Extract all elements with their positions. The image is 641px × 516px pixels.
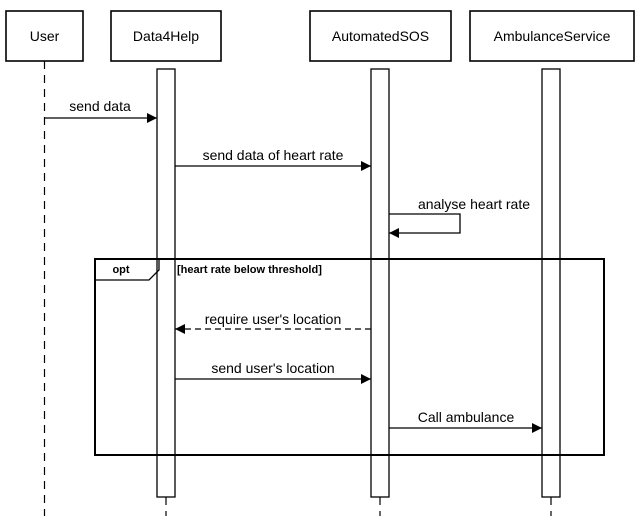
activation-data4help [156,68,176,498]
fragment-operator: opt [112,264,129,276]
fragment-opt: opt [heart rate below threshold] [94,258,605,456]
message-send-location: send user's location [175,360,371,384]
message-call-ambulance: Call ambulance [389,409,542,433]
activation-ambulanceservice [541,68,561,498]
fragment-guard: [heart rate below threshold] [177,264,322,276]
message-send-heart-rate: send data of heart rate [175,147,371,171]
participant-ambulanceservice: AmbulanceService [469,10,635,516]
message-send-data: send data [44,98,157,123]
activation-automatedsos [370,68,390,498]
svg-text:analyse heart rate: analyse heart rate [418,196,530,212]
svg-text:send user's location: send user's location [211,360,334,376]
svg-text:User: User [30,28,60,44]
participant-user: User [5,10,84,516]
svg-text:require user's location: require user's location [205,311,342,327]
svg-text:Data4Help: Data4Help [133,28,199,44]
participant-data4help: Data4Help [110,10,222,516]
svg-text:AmbulanceService: AmbulanceService [494,28,611,44]
message-require-location: require user's location [175,311,371,334]
participant-automatedsos: AutomatedSOS [309,10,452,516]
svg-text:Call ambulance: Call ambulance [418,409,515,425]
svg-text:AutomatedSOS: AutomatedSOS [332,28,429,44]
svg-text:send data of heart rate: send data of heart rate [203,147,344,163]
message-analyse-heart-rate: analyse heart rate [389,196,530,238]
svg-text:send data: send data [69,98,131,114]
